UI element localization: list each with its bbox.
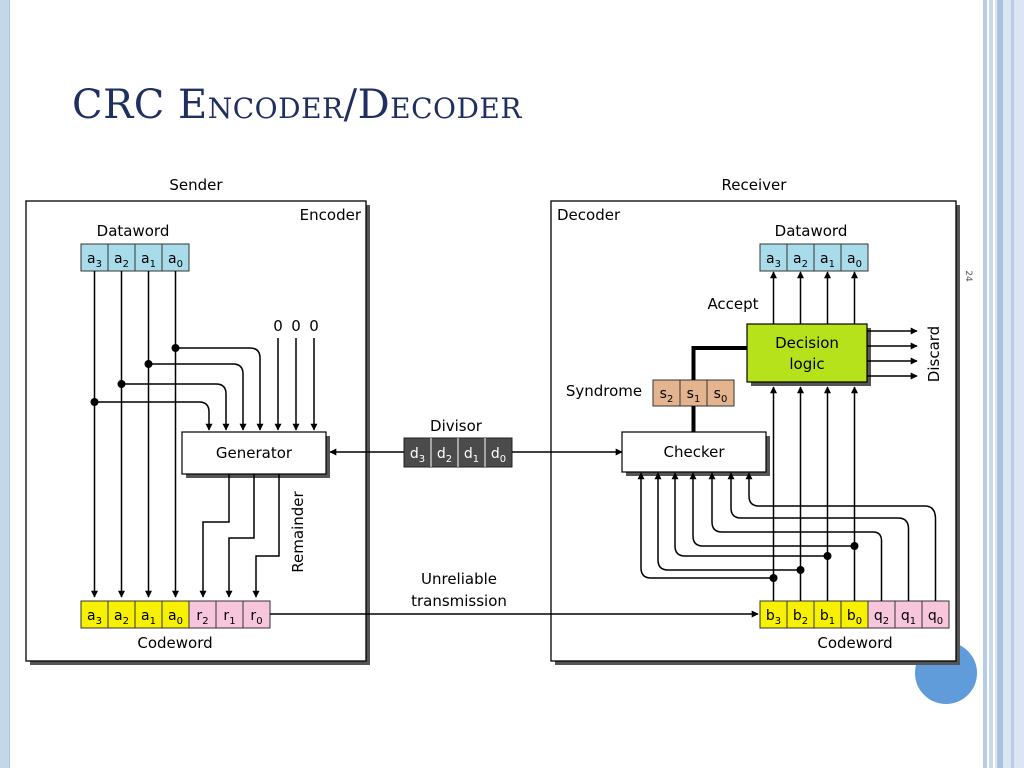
right-decoration-bars — [983, 0, 1024, 768]
remainder-lines — [199, 474, 280, 598]
decision-logic-label-line2: logic — [789, 355, 824, 373]
sender-remainder-bit: r0 — [250, 608, 262, 627]
sender-codeword-cell — [80, 600, 109, 629]
receiver-label: Receiver — [722, 176, 788, 194]
divisor-bit: d1 — [464, 446, 479, 465]
zero-bit: 0 — [291, 317, 301, 335]
discard-arrows — [867, 327, 918, 380]
receiver-remainder-bit: q1 — [901, 608, 916, 627]
syndrome-bit: s2 — [660, 386, 674, 405]
receiver-dataword-cell — [840, 243, 869, 272]
sender-codeword-bit: a3 — [87, 608, 102, 627]
receiver-codeword-bit: b3 — [766, 608, 781, 627]
receiver-codeword-bit: b2 — [793, 608, 808, 627]
decision-logic-label-line1: Decision — [775, 334, 839, 352]
decoder-label: Decoder — [557, 206, 621, 224]
sender-dataword-bit: a1 — [141, 251, 156, 270]
sender-codeword-bit: a1 — [141, 608, 156, 627]
codeword-to-decision-lines — [770, 386, 858, 601]
sender-remainder-cell — [215, 600, 244, 629]
receiver-codeword-bit: b1 — [820, 608, 835, 627]
sender-dataword-bit: a3 — [87, 251, 102, 270]
receiver-dataword-bit: a0 — [847, 251, 862, 270]
remainder-label: Remainder — [289, 490, 307, 572]
receiver-dataword: a3 a2 a1 a0 — [759, 243, 869, 272]
receiver-junction-dots — [769, 542, 859, 582]
channel-label-line1: Unreliable — [421, 570, 497, 588]
decoder-box — [550, 200, 957, 662]
sender-codeword-bit: a0 — [168, 608, 183, 627]
checker-box — [621, 431, 767, 473]
syndrome-bit: s1 — [687, 386, 701, 405]
sender-codeword-cell — [161, 600, 190, 629]
syndrome-cell — [652, 379, 681, 407]
receiver-dataword-bit: a2 — [793, 251, 808, 270]
encoder-label: Encoder — [300, 206, 362, 224]
syndrome-bit: s0 — [714, 386, 728, 405]
discard-label: Discard — [925, 326, 943, 382]
syndrome-cell — [706, 379, 735, 407]
accept-label: Accept — [707, 295, 758, 313]
receiver-codeword: b3 b2 b1 b0 q2 q1 q0 — [759, 600, 950, 629]
syndrome-label: Syndrome — [566, 382, 642, 400]
receiver-dataword-cell — [786, 243, 815, 272]
zero-bit: 0 — [273, 317, 283, 335]
sender-dataword-bit: a2 — [114, 251, 129, 270]
divisor-label: Divisor — [430, 417, 483, 435]
sender-dataword-label: Dataword — [97, 222, 170, 240]
channel-label-line2: transmission — [411, 592, 507, 610]
sender-remainder-cell — [188, 600, 217, 629]
encoder-box — [25, 200, 367, 662]
receiver-dataword-bit: a1 — [820, 251, 835, 270]
accept-arrows — [770, 271, 858, 324]
sender-dataword-cell — [161, 243, 190, 272]
zero-bit: 0 — [309, 317, 319, 335]
receiver-dataword-bit: a3 — [766, 251, 781, 270]
divisor-bit: d2 — [437, 446, 452, 465]
receiver-codeword-bit: b0 — [847, 608, 862, 627]
sender-remainder-bit: r2 — [196, 608, 208, 627]
sender-remainder-bit: r1 — [223, 608, 235, 627]
sender-label: Sender — [169, 176, 223, 194]
generator-label: Generator — [216, 444, 293, 462]
receiver-dataword-cell — [813, 243, 842, 272]
sender-codeword: a3 a2 a1 a0 r2 r1 r0 — [80, 600, 271, 629]
sender-remainder-cell — [242, 600, 271, 629]
receiver-codeword-label: Codeword — [817, 634, 892, 652]
sender-codeword-cell — [134, 600, 163, 629]
sender-codeword-bit: a2 — [114, 608, 129, 627]
checker-label: Checker — [663, 443, 725, 461]
codeword-to-checker-lines — [637, 472, 937, 601]
divisor: d3 d2 d1 d0 — [403, 437, 513, 468]
receiver-remainder-bit: q2 — [874, 608, 889, 627]
decision-logic-box — [746, 323, 868, 383]
syndrome: s2 s1 s0 — [652, 379, 735, 407]
slide-title: CRC Encoder/Decoder — [72, 82, 522, 128]
sender-codeword-cell — [107, 600, 136, 629]
sender-codeword-label: Codeword — [137, 634, 212, 652]
divisor-bit: d3 — [410, 446, 425, 465]
sender-dataword: a3 a2 a1 a0 — [80, 243, 190, 272]
receiver-dataword-label: Dataword — [775, 222, 848, 240]
divisor-bit: d0 — [491, 446, 506, 465]
sender-junction-dots — [90, 344, 180, 406]
receiver-remainder-bit: q0 — [928, 608, 943, 627]
syndrome-bus — [691, 346, 747, 432]
sender-data-lines — [91, 271, 318, 598]
generator-box — [181, 431, 327, 475]
slide-number: 24 — [963, 270, 973, 282]
left-decoration-bar — [0, 0, 10, 768]
sender-dataword-bit: a0 — [168, 251, 183, 270]
receiver-dataword-cell — [759, 243, 788, 272]
